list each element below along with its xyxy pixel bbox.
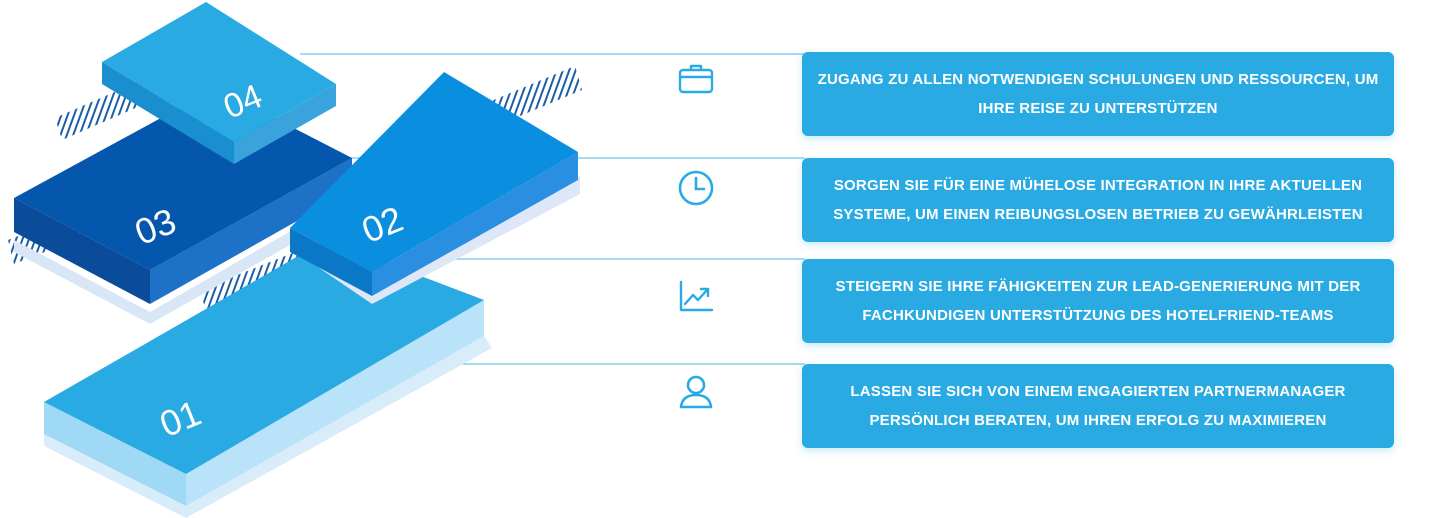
- hatch-middle-lower: [200, 250, 308, 312]
- block-04-side-right: [234, 84, 336, 164]
- chart-up-icon: [679, 280, 714, 312]
- step-card-04: ZUGANG ZU ALLEN NOTWENDIGEN SCHULUNGEN U…: [802, 52, 1394, 136]
- briefcase-icon: [678, 64, 714, 94]
- step-card-text: LASSEN SIE SICH VON EINEM ENGAGIERTEN PA…: [850, 383, 1346, 429]
- block-01-side-right: [186, 300, 484, 506]
- block-02-top: [290, 72, 578, 272]
- block-03-side-right: [150, 158, 352, 304]
- block-03-side-left: [14, 198, 150, 304]
- step-card-02: STEIGERN SIE IHRE FÄHIGKEITEN ZUR LEAD-G…: [802, 259, 1394, 343]
- step-card-text: SORGEN SIE FÜR EINE MÜHELOSE INTEGRATION…: [833, 177, 1363, 223]
- block-03-shadow: [14, 196, 352, 324]
- block-01-side-left: [44, 402, 186, 506]
- step-card-01: LASSEN SIE SICH VON EINEM ENGAGIERTEN PA…: [802, 364, 1394, 448]
- block-04: 04: [102, 2, 336, 164]
- block-04-side-left: [102, 62, 234, 164]
- step-card-text: ZUGANG ZU ALLEN NOTWENDIGEN SCHULUNGEN U…: [817, 71, 1379, 117]
- clock-icon: [678, 170, 714, 206]
- step-card-text: STEIGERN SIE IHRE FÄHIGKEITEN ZUR LEAD-G…: [835, 278, 1361, 324]
- block-02-side-right: [372, 152, 578, 296]
- user-icon: [679, 375, 713, 409]
- step-card-03: SORGEN SIE FÜR EINE MÜHELOSE INTEGRATION…: [802, 158, 1394, 242]
- block-02-side-left: [290, 228, 372, 296]
- block-04-top: [102, 2, 336, 142]
- block-02: 02: [290, 72, 580, 304]
